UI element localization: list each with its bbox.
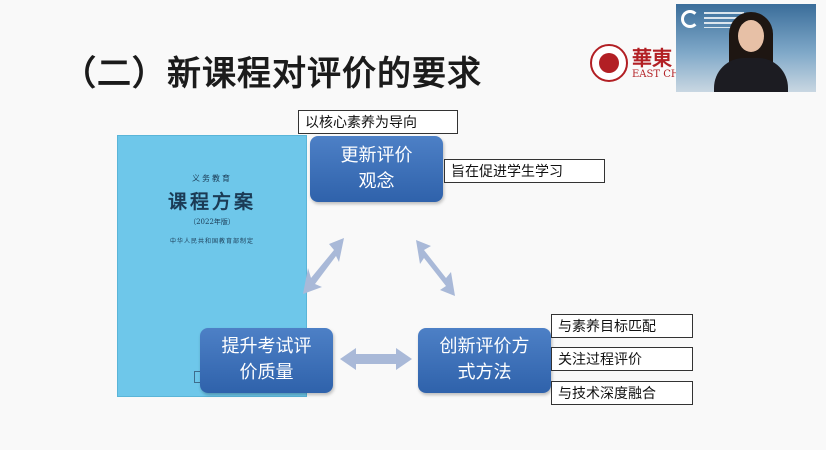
logo-english-text: EAST CHIN [632, 69, 680, 80]
book-title: 课程方案 [167, 191, 256, 213]
book-caption: 义务教育 [192, 174, 232, 183]
improve-exam-quality-box: 提升考试评 价质量 [200, 328, 333, 393]
university-logo: 華東 EAST CHIN [590, 42, 680, 86]
logo-chinese-text: 華東 [632, 46, 672, 70]
box-line: 观念 [358, 171, 395, 192]
tag-technology-fusion: 与技术深度融合 [551, 381, 693, 405]
box-line: 更新评价 [340, 145, 413, 166]
university-seal-icon [590, 44, 628, 82]
box-line: 式方法 [457, 362, 512, 383]
box-line: 创新评价方 [439, 336, 530, 357]
double-arrow-icon [416, 240, 455, 296]
presenter-webcam [676, 4, 816, 92]
tag-core-literacy: 以核心素养为导向 [298, 110, 458, 134]
double-arrow-icon [303, 238, 344, 294]
box-line: 价质量 [239, 362, 294, 383]
book-publisher: 中华人民共和国教育部制定 [169, 238, 254, 245]
camera-app-icon [681, 10, 699, 28]
presenter-avatar [738, 20, 764, 52]
innovate-evaluation-method-box: 创新评价方 式方法 [418, 328, 551, 393]
double-arrow-icon [340, 348, 412, 370]
tag-process-evaluation: 关注过程评价 [551, 347, 693, 371]
book-year: （2022年版） [189, 218, 235, 226]
tag-match-goals: 与素养目标匹配 [551, 314, 693, 338]
tag-promote-learning: 旨在促进学生学习 [444, 159, 605, 183]
page-title: （二）新课程对评价的要求 [62, 54, 482, 94]
box-line: 提升考试评 [221, 336, 312, 357]
update-evaluation-concept-box: 更新评价 观念 [310, 136, 443, 202]
